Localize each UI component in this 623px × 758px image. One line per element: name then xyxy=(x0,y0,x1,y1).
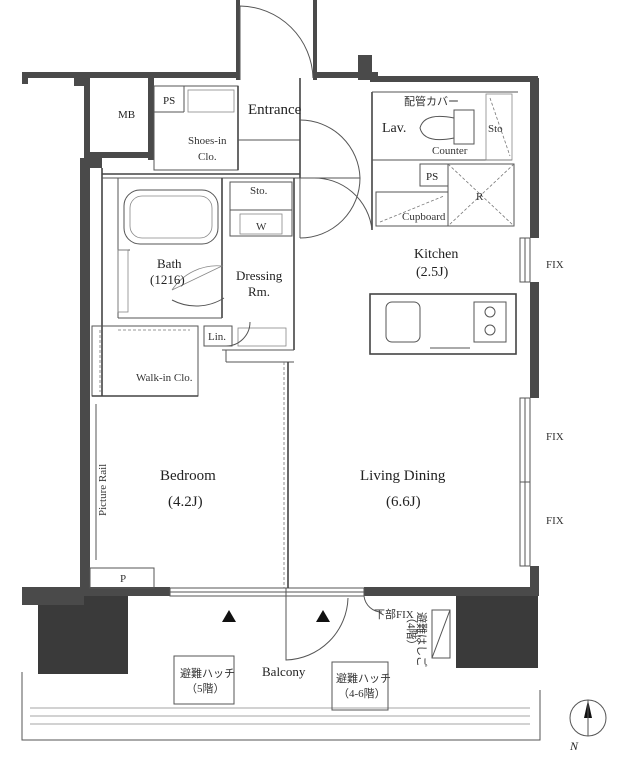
fix-label-1: FIX xyxy=(546,259,564,271)
mb-label: MB xyxy=(118,109,135,121)
lower-fix-label: 下部FIX xyxy=(374,607,414,621)
lav-label: Lav. xyxy=(382,121,406,136)
fridge-label: R xyxy=(476,191,484,203)
balcony-label: Balcony xyxy=(262,664,306,679)
north-label: N xyxy=(569,739,579,753)
shoes-closet-label-1: Shoes-in xyxy=(188,135,227,147)
walkin-label: Walk-in Clo. xyxy=(136,372,193,384)
hatch-right-label-2: （4-6階） xyxy=(338,686,386,700)
hatch-right-label-1: 避難ハッチ xyxy=(336,671,391,685)
fix-label-3: FIX xyxy=(546,515,564,527)
ps-label-top: PS xyxy=(163,95,175,107)
bathtub xyxy=(123,189,219,245)
shoes-closet-label-2: Clo. xyxy=(198,151,217,163)
linen-label: Lin. xyxy=(208,331,226,343)
picture-rail-label: Picture Rail xyxy=(97,464,109,516)
window-frames xyxy=(169,237,531,597)
sto-dressing-label: Sto. xyxy=(250,185,268,197)
pipe-cover-label: 配管カバー xyxy=(404,94,459,108)
ps-label-kitchen: PS xyxy=(426,171,438,183)
kitchen-label-1: Kitchen xyxy=(414,247,458,262)
living-label-2: (6.6J) xyxy=(386,494,421,510)
p-label: P xyxy=(120,573,126,585)
interior-walls xyxy=(89,78,518,589)
north-arrow xyxy=(569,699,607,737)
hatch-side-label-1: 避難はしご xyxy=(415,612,429,667)
dressing-label-1: Dressing xyxy=(236,268,283,283)
fix-label-2: FIX xyxy=(546,431,564,443)
washer-label: W xyxy=(256,221,267,233)
exterior-walls xyxy=(22,0,539,674)
sto-label: Sto xyxy=(488,123,503,135)
doors xyxy=(171,5,383,661)
bath-label-1: Bath xyxy=(157,256,182,271)
washer-area xyxy=(229,181,293,237)
cupboard-label: Cupboard xyxy=(402,211,446,223)
balcony-area xyxy=(21,609,541,741)
bedroom-label-2: (4.2J) xyxy=(168,494,203,510)
kitchen-label-2: (2.5J) xyxy=(416,265,449,280)
hatch-side-label-2: （4階） xyxy=(405,612,419,651)
bedroom-label-1: Bedroom xyxy=(160,468,216,484)
entrance-label: Entrance xyxy=(248,102,302,118)
counter-label: Counter xyxy=(432,145,468,157)
dressing-label-2: Rm. xyxy=(248,284,270,299)
living-label-1: Living Dining xyxy=(360,468,446,484)
hatch-left-label-1: 避難ハッチ xyxy=(180,666,235,680)
bath-label-2: (1216) xyxy=(150,272,185,287)
hatch-left-label-2: （5階） xyxy=(186,681,225,695)
